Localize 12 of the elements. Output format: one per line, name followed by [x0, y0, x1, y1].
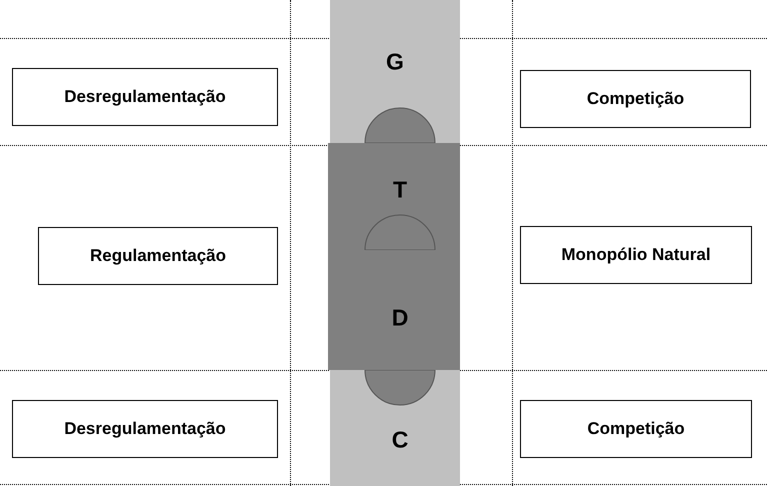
category-box: Desregulamentação: [12, 400, 278, 458]
piece-label: G: [386, 50, 404, 74]
puzzle-piece: [330, 0, 460, 143]
category-box: Monopólio Natural: [520, 226, 752, 284]
category-box: Regulamentação: [38, 227, 278, 285]
piece-label: C: [392, 428, 408, 452]
category-box: Competição: [520, 70, 751, 128]
category-box: Competição: [520, 400, 752, 458]
category-box: Desregulamentação: [12, 68, 278, 126]
piece-label: T: [392, 178, 408, 202]
piece-label: D: [392, 306, 408, 330]
puzzle-piece: [330, 370, 460, 486]
